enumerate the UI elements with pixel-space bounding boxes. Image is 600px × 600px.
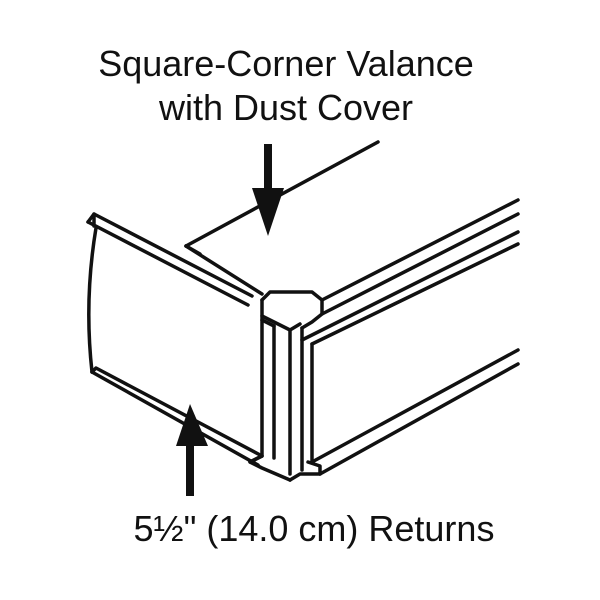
left-return-panel — [86, 212, 276, 467]
dust-cover-callout: Square-Corner Valance with Dust Cover — [0, 42, 572, 130]
dust-cover-callout-line1: Square-Corner Valance — [98, 43, 474, 84]
returns-callout: 5½" (14.0 cm) Returns — [133, 508, 495, 549]
arrow-down-icon — [252, 144, 284, 236]
dust-cover-board — [184, 140, 380, 296]
dust-cover-callout-line2: with Dust Cover — [158, 86, 414, 128]
front-valance-face — [300, 198, 520, 476]
arrow-up-icon — [176, 404, 208, 496]
